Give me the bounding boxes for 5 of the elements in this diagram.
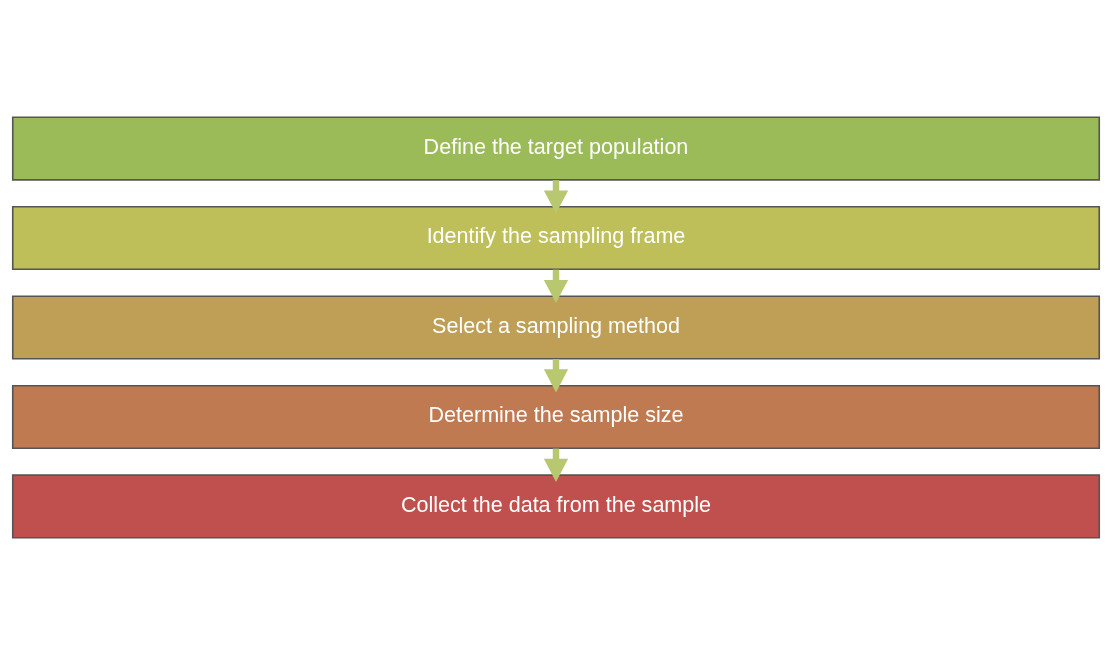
node-box: Select a sampling method [11,295,1101,360]
node-box: Determine the sample size [11,384,1101,450]
node-box: Collect the data from the sample [11,474,1101,539]
node-box: Identify the sampling frame [11,205,1101,271]
node-box: Define the target population [11,116,1101,181]
